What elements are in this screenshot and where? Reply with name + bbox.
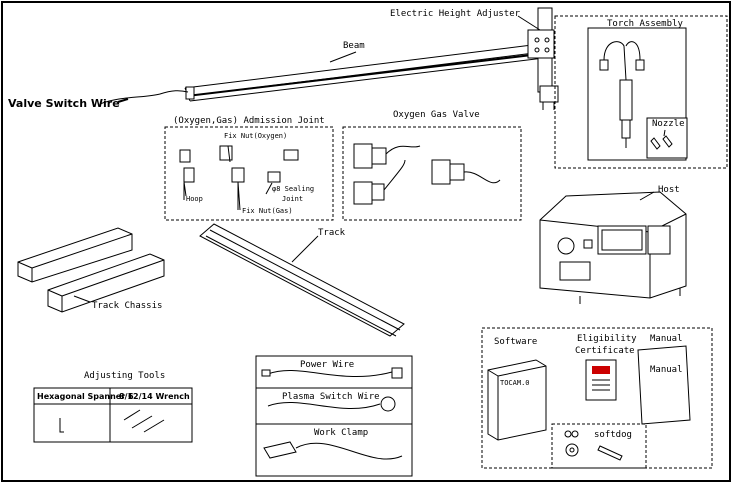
hoop-label: Hoop	[186, 195, 203, 203]
track-drawing	[199, 223, 405, 337]
electric-height-adjuster-label: Electric Height Adjuster	[390, 9, 521, 19]
admission-joint-box	[164, 126, 334, 221]
softdog-box	[551, 423, 647, 469]
valve-switch-wire-cable	[99, 90, 189, 105]
torch-drawing	[599, 41, 645, 148]
adjusting-tools-table	[33, 387, 193, 443]
torch-assembly-inner-box	[587, 27, 687, 161]
software-drawing	[487, 359, 547, 441]
leader-lines	[73, 51, 666, 303]
beam-drawing	[184, 43, 545, 102]
height-adjuster-drawing	[527, 7, 559, 110]
manual-cover-label: Manual	[650, 365, 683, 375]
eligibility-label-line2: Certificate	[575, 346, 635, 356]
hex-spanner-label: Hexagonal Spanner 6	[37, 392, 134, 401]
fix-nut-oxygen-label: Fix Nut(Oxygen)	[224, 132, 288, 140]
software-box-text: TOCAM.0	[500, 379, 530, 387]
oxygen-gas-valve-label: Oxygen Gas Valve	[393, 110, 480, 120]
track-chassis-drawing	[17, 227, 165, 313]
fix-nut-gas-label: Fix Nut(Gas)	[242, 207, 293, 215]
adjusting-tools-label: Adjusting Tools	[84, 371, 166, 381]
host-drawing	[539, 191, 687, 304]
sealing-joint-label-line1: φ8 Sealing	[272, 185, 315, 193]
nozzle-icon	[650, 135, 673, 150]
eligibility-label-line1: Eligibility	[577, 334, 637, 344]
oxygen-gas-valve-box	[342, 126, 522, 221]
work-clamp-label: Work Clamp	[314, 428, 369, 438]
host-label: Host	[658, 185, 680, 195]
sealing-joint-label-line2: Joint	[282, 195, 304, 203]
admission-joint-label: (Oxygen,Gas) Admission Joint	[173, 116, 325, 126]
manual-header-label: Manual	[650, 334, 683, 344]
track-label: Track	[318, 228, 346, 238]
software-label: Software	[494, 337, 538, 347]
wires-box	[255, 355, 413, 477]
track-chassis-label: Track Chassis	[92, 301, 163, 311]
power-wire-label: Power Wire	[300, 360, 355, 370]
beam-label: Beam	[343, 41, 365, 51]
softdog-drawing	[564, 430, 623, 461]
softdog-label: softdog	[594, 430, 632, 440]
manual-drawing	[637, 345, 691, 425]
valve-drawing	[353, 143, 501, 205]
nozzle-label: Nozzle	[652, 119, 685, 129]
torch-assembly-label: Torch Assembly	[607, 19, 683, 29]
tools-drawing	[59, 409, 165, 433]
torch-assembly-box	[554, 15, 728, 169]
certificate-drawing	[585, 359, 617, 401]
valve-switch-wire-label: Valve Switch Wire	[8, 97, 120, 110]
wires-drawing	[261, 367, 403, 460]
wrench-label: 8/12/14 Wrench	[119, 392, 190, 401]
plasma-switch-wire-label: Plasma Switch Wire	[282, 392, 380, 402]
